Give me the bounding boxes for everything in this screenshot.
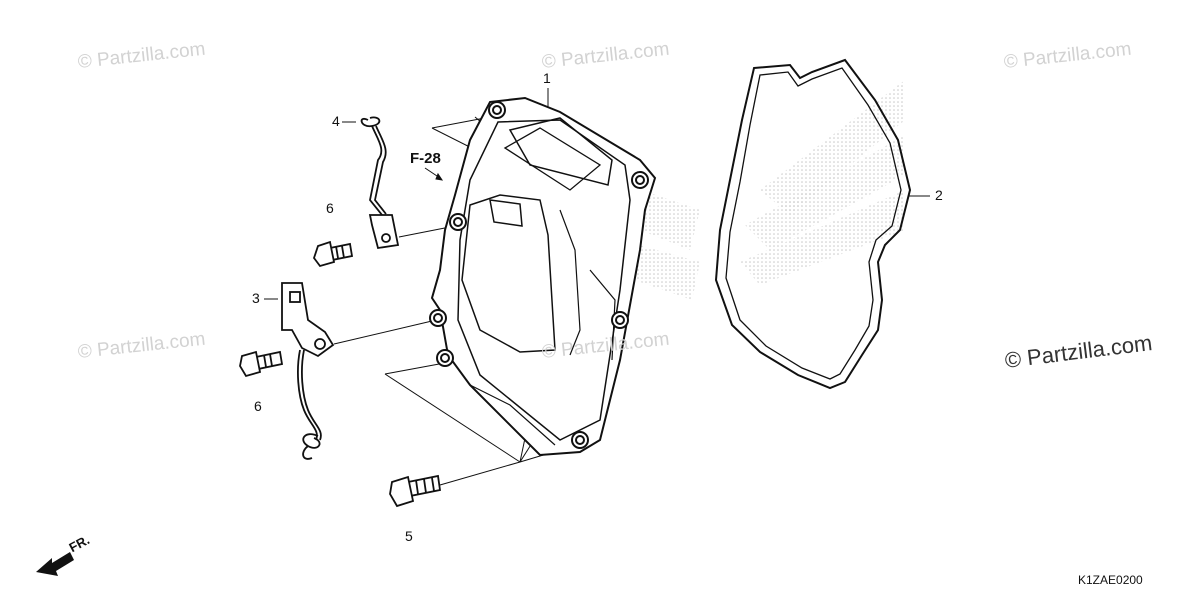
callout-3: 3 — [252, 290, 260, 306]
front-direction-arrow — [36, 552, 74, 576]
section-reference: F-28 — [410, 150, 441, 167]
callout-6-lower: 6 — [254, 398, 262, 414]
callout-6-upper: 6 — [326, 200, 334, 216]
diagram-code: K1ZAE0200 — [1078, 573, 1143, 587]
callout-4: 4 — [332, 113, 340, 129]
wire-clamp-lower — [281, 282, 335, 460]
callout-2: 2 — [935, 187, 943, 203]
callout-1: 1 — [543, 70, 551, 86]
flange-bolt-lower — [239, 350, 284, 378]
reference-arrow — [424, 167, 444, 181]
head-cover-gasket — [714, 58, 912, 390]
callout-5: 5 — [405, 528, 413, 544]
flange-bolt-upper — [312, 240, 354, 268]
flange-bolt-main — [389, 474, 442, 508]
cylinder-head-cover — [429, 96, 657, 457]
wire-clamp-upper — [360, 116, 400, 250]
